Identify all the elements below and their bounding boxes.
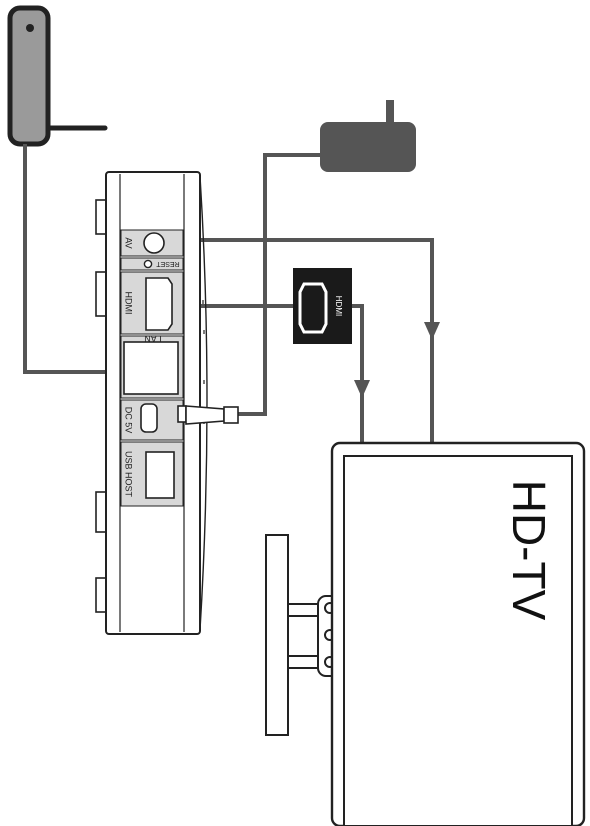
hdmi-port-label: HDMI [124, 292, 134, 315]
router-device [7, 5, 108, 147]
av-port-label: AV [124, 237, 134, 248]
usb-port-label: USB HOST [124, 451, 134, 498]
hdmi-cable-label: HDMI [334, 296, 343, 316]
usb-port [145, 451, 175, 499]
hdmi-cable-tv-side [352, 304, 364, 443]
hdmi-connector-box: HDMI [293, 268, 352, 344]
av-port [143, 232, 165, 254]
power-cable [238, 153, 325, 416]
set-top-box: AV RESET HDMI LAN DC 5V USB HOST [95, 171, 208, 635]
dc-plug [177, 405, 239, 425]
hdmi-port [145, 277, 173, 331]
av-cable [180, 238, 434, 443]
reset-label: RESET [156, 260, 180, 267]
av-cable-arrow [424, 322, 440, 340]
tv-label: HD-TV [503, 480, 555, 621]
hd-tv: HD-TV [330, 441, 586, 826]
reset-button [143, 259, 153, 269]
power-adapter [320, 100, 416, 172]
dc-port-label: DC 5V [124, 407, 134, 434]
cables [23, 144, 434, 443]
lan-port [123, 341, 179, 395]
dc-port [140, 403, 158, 433]
tv-stand [265, 534, 343, 736]
lan-port-label: LAN [144, 334, 162, 344]
hdmi-cable-arrow [354, 380, 370, 398]
